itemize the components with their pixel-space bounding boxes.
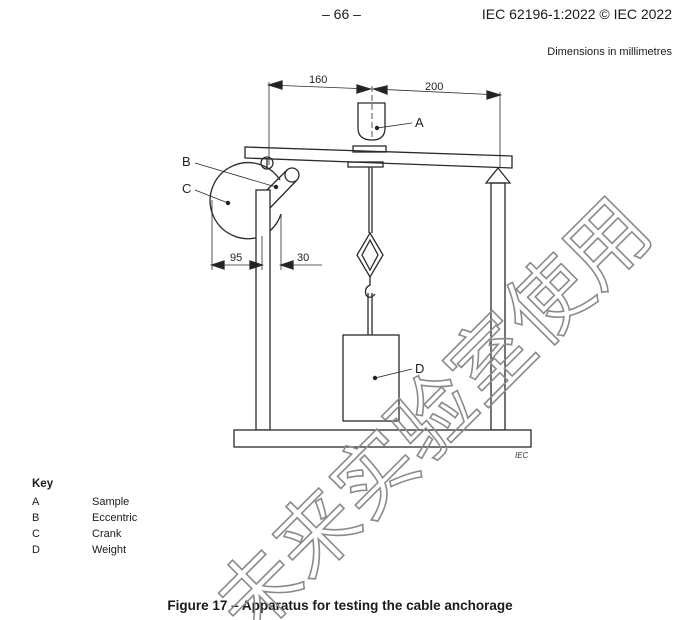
dimension-95: 95 bbox=[230, 252, 242, 264]
dimension-30: 30 bbox=[297, 252, 309, 264]
callout-a: A bbox=[415, 115, 424, 130]
document-id: IEC 62196-1:2022 © IEC 2022 bbox=[481, 6, 672, 22]
units-note: Dimensions in millimetres bbox=[547, 46, 672, 58]
page-number: – 66 – bbox=[322, 6, 361, 22]
callout-c: C bbox=[182, 181, 191, 196]
dimension-200: 200 bbox=[425, 81, 443, 93]
iec-mark: IEC bbox=[515, 451, 529, 460]
dimension-160: 160 bbox=[309, 74, 327, 86]
key-title: Key bbox=[32, 478, 54, 490]
callout-b: B bbox=[182, 154, 191, 169]
figure-caption: Figure 17 – Apparatus for testing the ca… bbox=[167, 598, 513, 613]
callout-d: D bbox=[415, 361, 424, 376]
